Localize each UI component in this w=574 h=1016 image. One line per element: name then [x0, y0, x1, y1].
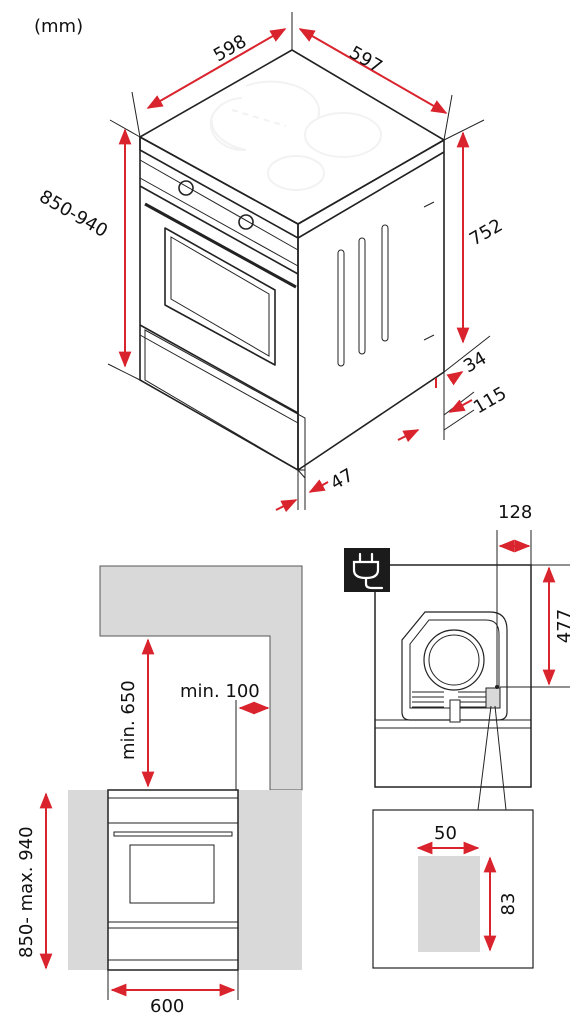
dim-gap-bottom-label: 115: [470, 383, 510, 418]
side-vents: [337, 224, 389, 367]
dim-gap-top-label: 34: [460, 348, 490, 378]
cooking-zone: [304, 112, 382, 158]
dimension-arrows-top: [118, 28, 473, 513]
dim-niche-width-label: 600: [150, 996, 184, 1016]
dim-arrow-gap-top: [446, 371, 464, 386]
dimension-arrows-rear: [416, 539, 556, 952]
dim-offset-side-label: 128: [498, 502, 532, 523]
dim-height-label: 850-940: [36, 186, 112, 242]
bridge-zone-line: [231, 109, 287, 127]
side-cabinet-left: [68, 790, 108, 970]
rear-view: [372, 530, 570, 969]
niche-oven-handle: [113, 831, 233, 837]
hob-glass: [139, 49, 445, 225]
dim-arrow-gap-bottom: [448, 399, 473, 413]
dim-depth-label: 597: [346, 42, 386, 77]
dim-arrow-plinth-right: [397, 429, 420, 443]
dim-plinth-label: 47: [327, 465, 357, 495]
control-knob: [178, 180, 194, 196]
dim-side-gap-label: min. 100: [180, 681, 260, 702]
dim-offset-height-label: 477: [554, 609, 574, 643]
socket-detail: [418, 856, 480, 952]
units-label: (mm): [34, 16, 83, 37]
plug-icon: [352, 552, 384, 590]
vent-slots: [412, 691, 490, 708]
cooking-zone: [245, 80, 321, 119]
dim-arrow-plinth-left: [275, 499, 298, 513]
cooker-side: [297, 139, 445, 471]
oven-handle: [144, 202, 297, 289]
dim-body-height-label: 752: [466, 215, 506, 250]
connection-box: [485, 687, 501, 709]
dim-arrow-depth: [298, 28, 448, 114]
plug-badge: [344, 548, 390, 592]
cooker-isometric: [139, 49, 445, 490]
dim-min-height-label: min. 650: [118, 680, 139, 760]
dim-socket-height-label: 83: [498, 893, 519, 916]
cooking-zone: [267, 155, 325, 191]
control-knob: [238, 214, 254, 230]
dim-niche-height-label: 850- max. 940: [16, 826, 37, 958]
cooking-zones: [209, 80, 382, 191]
dimension-arrows-niche: [39, 638, 270, 997]
dim-arrow-width: [146, 28, 287, 109]
dim-socket-width-label: 50: [434, 823, 457, 844]
niche-front-view: [68, 565, 303, 1000]
fan-icon: [423, 629, 485, 691]
cable-outlet: [449, 699, 461, 723]
side-cabinet-right: [238, 790, 302, 970]
oven-window: [164, 227, 276, 366]
cooking-zone: [210, 119, 247, 151]
niche-oven-window: [129, 844, 215, 904]
cooking-zone: [209, 97, 247, 152]
dim-arrow-plinth: [308, 479, 329, 493]
